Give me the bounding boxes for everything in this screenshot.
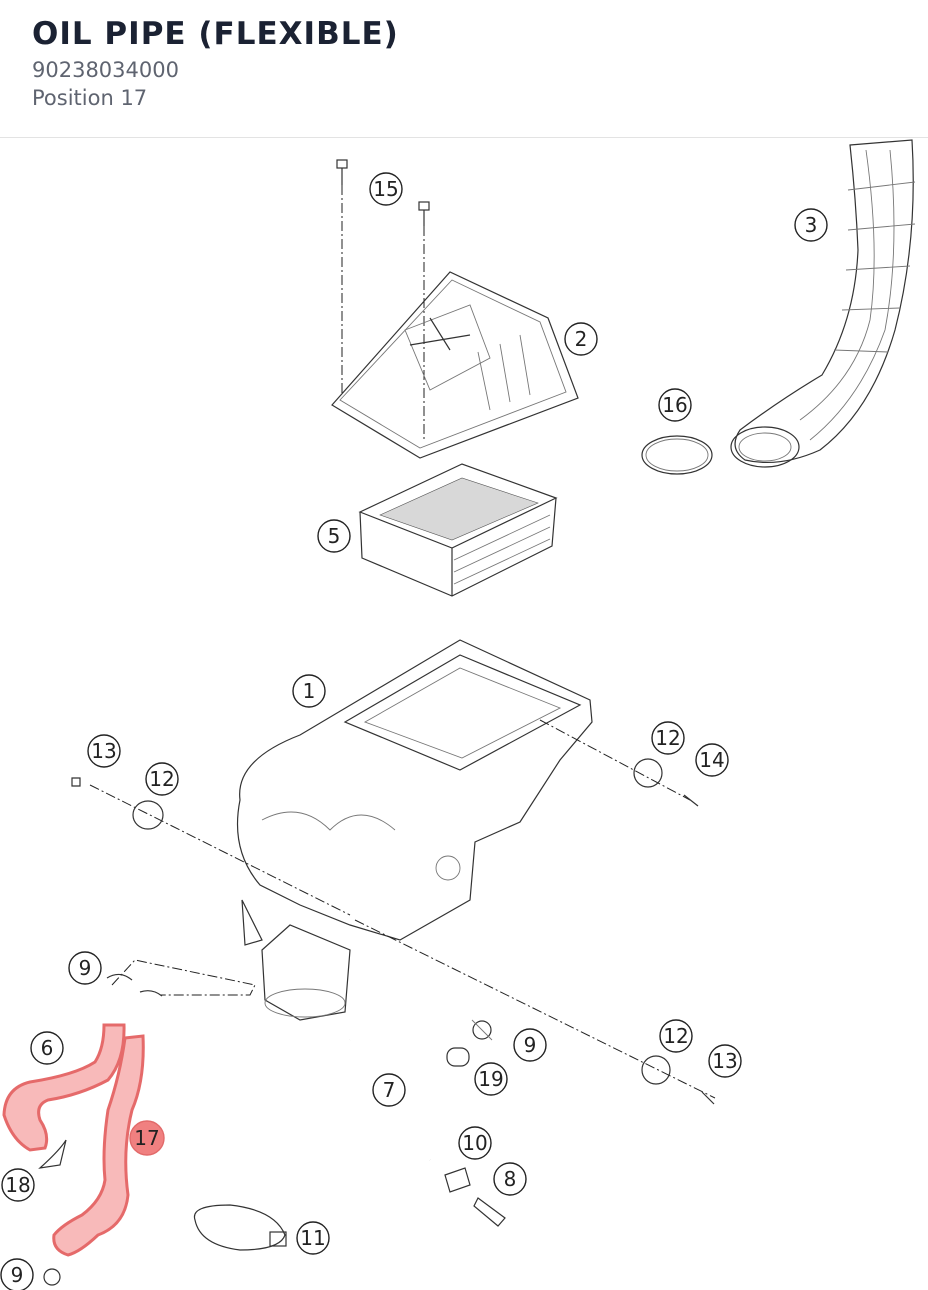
svg-text:5: 5 (328, 524, 341, 548)
svg-text:3: 3 (805, 213, 818, 237)
callout-7[interactable]: 7 (372, 1073, 406, 1107)
callout-18[interactable]: 18 (1, 1168, 35, 1202)
svg-text:16: 16 (662, 393, 687, 417)
callout-5[interactable]: 5 (317, 519, 351, 553)
svg-text:7: 7 (383, 1078, 396, 1102)
mount-right-lower (641, 1055, 715, 1105)
callout-9-top[interactable]: 9 (68, 951, 102, 985)
bolt-15-left (336, 159, 348, 395)
svg-text:6: 6 (41, 1036, 54, 1060)
callout-12-right-lower[interactable]: 12 (659, 1019, 693, 1053)
exploded-parts-diagram[interactable]: 15 2 3 16 5 1 13 12 12 14 9 6 17 18 9 7 … (0, 138, 928, 1290)
bolt-15-right (418, 201, 430, 440)
callout-14[interactable]: 14 (695, 743, 729, 777)
bracket (444, 1167, 471, 1193)
svg-text:10: 10 (462, 1131, 487, 1155)
ring-bottom (43, 1268, 61, 1286)
spring-clip (38, 1139, 67, 1169)
callout-9-mid[interactable]: 9 (513, 1028, 547, 1062)
svg-text:17: 17 (134, 1126, 159, 1150)
svg-text:1: 1 (303, 679, 316, 703)
svg-text:18: 18 (5, 1173, 30, 1197)
svg-text:9: 9 (79, 956, 92, 980)
callout-15[interactable]: 15 (369, 172, 403, 206)
svg-text:13: 13 (91, 739, 116, 763)
callout-17-highlighted[interactable]: 17 (129, 1120, 165, 1156)
svg-text:2: 2 (575, 327, 588, 351)
sensor (473, 1197, 506, 1227)
svg-text:12: 12 (663, 1024, 688, 1048)
hose-clamp-mid (471, 1019, 493, 1041)
intake-duct (730, 139, 916, 468)
part-position: Position 17 (32, 86, 148, 110)
callout-12-left[interactable]: 12 (145, 762, 179, 796)
part-header: OIL PIPE (FLEXIBLE) 90238034000 Position… (0, 0, 928, 138)
large-clamp (193, 1204, 287, 1251)
svg-text:9: 9 (524, 1033, 537, 1057)
airbox-housing (236, 639, 593, 1021)
callout-19[interactable]: 19 (474, 1062, 508, 1096)
breather-pipe (345, 1039, 432, 1164)
callout-10[interactable]: 10 (458, 1126, 492, 1160)
svg-text:15: 15 (373, 177, 398, 201)
callout-8[interactable]: 8 (493, 1162, 527, 1196)
callout-2[interactable]: 2 (564, 322, 598, 356)
oil-pipe-6 (2, 1023, 126, 1152)
part-title: OIL PIPE (FLEXIBLE) (32, 16, 399, 52)
svg-text:13: 13 (712, 1049, 737, 1073)
callout-6[interactable]: 6 (30, 1031, 64, 1065)
svg-text:12: 12 (149, 767, 174, 791)
hose-clamp-top (106, 973, 163, 997)
svg-text:8: 8 (504, 1167, 517, 1191)
mounting-axis-lines (89, 719, 716, 1099)
cap (446, 1047, 470, 1067)
airbox-cover (331, 271, 579, 459)
svg-text:11: 11 (300, 1226, 325, 1250)
svg-text:12: 12 (655, 726, 680, 750)
o-ring (641, 435, 713, 475)
mount-left (71, 777, 164, 830)
air-filter (358, 463, 558, 597)
callout-13-left[interactable]: 13 (87, 734, 121, 768)
callout-16[interactable]: 16 (658, 388, 692, 422)
callout-13-right[interactable]: 13 (708, 1044, 742, 1078)
callout-11[interactable]: 11 (296, 1221, 330, 1255)
svg-text:9: 9 (11, 1263, 24, 1287)
svg-text:14: 14 (699, 748, 724, 772)
oil-pipe-flexible-highlight[interactable] (52, 1034, 145, 1257)
callout-3[interactable]: 3 (794, 208, 828, 242)
part-number: 90238034000 (32, 58, 179, 82)
callout-12-right-upper[interactable]: 12 (651, 721, 685, 755)
svg-text:19: 19 (478, 1067, 503, 1091)
callout-9-bottom[interactable]: 9 (0, 1258, 34, 1290)
callout-1[interactable]: 1 (292, 674, 326, 708)
mount-right-upper (633, 758, 699, 807)
